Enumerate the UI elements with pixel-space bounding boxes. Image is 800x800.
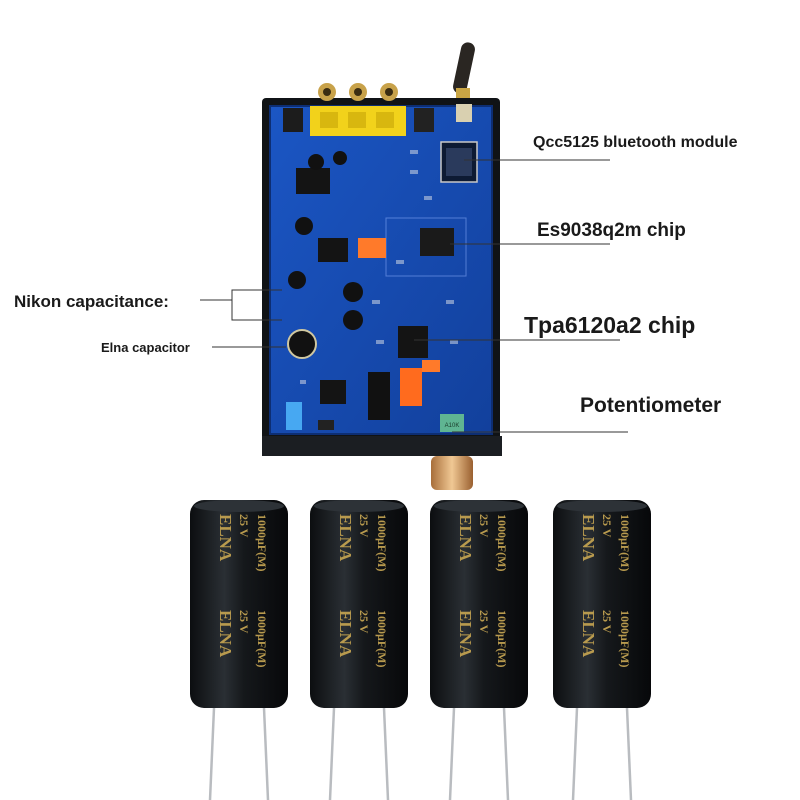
capacitor-marking: 25 V	[477, 610, 491, 634]
toggle-switch	[286, 402, 302, 430]
label-elna-capacitor: Elna capacitor	[101, 340, 190, 355]
capacitor-marking: 25 V	[357, 610, 371, 634]
orange-capacitor	[358, 238, 386, 258]
capacitor-marking: 25 V	[357, 514, 371, 538]
capacitor-marking: 1000μF(M)	[618, 514, 632, 571]
front-panel	[262, 436, 502, 456]
capacitor-marking: ELNA	[456, 610, 475, 658]
usb-port	[456, 104, 472, 122]
dac-device: A10K	[262, 42, 502, 490]
capacitor-marking: 1000μF(M)	[375, 610, 389, 667]
capacitor-marking: 25 V	[237, 610, 251, 634]
es9038-chip	[420, 228, 454, 256]
capacitor-marking: 25 V	[600, 514, 614, 538]
capacitor-marking: 1000μF(M)	[495, 610, 509, 667]
headphone-jack	[368, 372, 390, 420]
capacitor-marking: 25 V	[477, 514, 491, 538]
rca-jacks	[318, 83, 398, 101]
capacitor-marking: ELNA	[336, 610, 355, 658]
label-nikon-capacitance: Nikon capacitance:	[14, 292, 169, 311]
capacitor-marking: 1000μF(M)	[375, 514, 389, 571]
elna-capacitor-board	[287, 329, 317, 359]
capacitor-marking: 25 V	[600, 610, 614, 634]
label-es9038q2m-chip: Es9038q2m chip	[537, 220, 686, 241]
capacitor-marking: 1000μF(M)	[618, 610, 632, 667]
dc-jack	[283, 108, 303, 132]
label-qcc5125-bluetooth-module: Qcc5125 bluetooth module	[533, 134, 738, 151]
capacitor-marking: 25 V	[237, 514, 251, 538]
capacitor-marking: 1000μF(M)	[255, 514, 269, 571]
capacitor-marking: 1000μF(M)	[255, 610, 269, 667]
leader-lines	[200, 159, 628, 433]
nikon-capacitor	[343, 310, 363, 330]
capacitor-marking: ELNA	[216, 514, 235, 562]
label-potentiometer: Potentiometer	[580, 394, 722, 417]
capacitor-marking: ELNA	[579, 610, 598, 658]
capacitor-marking: ELNA	[456, 514, 475, 562]
tpa6120-chip	[398, 326, 428, 358]
capacitor-marking: ELNA	[216, 610, 235, 658]
potentiometer-body	[440, 414, 464, 432]
capacitor-marking: 1000μF(M)	[495, 514, 509, 571]
potentiometer-part-label: A10K	[445, 423, 460, 429]
volume-knob	[431, 456, 473, 490]
label-tpa6120a2-chip: Tpa6120a2 chip	[524, 312, 696, 338]
antenna-icon	[453, 42, 475, 104]
capacitor-marking: ELNA	[336, 514, 355, 562]
nikon-capacitor	[343, 282, 363, 302]
capacitor-marking: ELNA	[579, 514, 598, 562]
optical-port	[414, 108, 434, 132]
orange-capacitor	[400, 368, 422, 406]
